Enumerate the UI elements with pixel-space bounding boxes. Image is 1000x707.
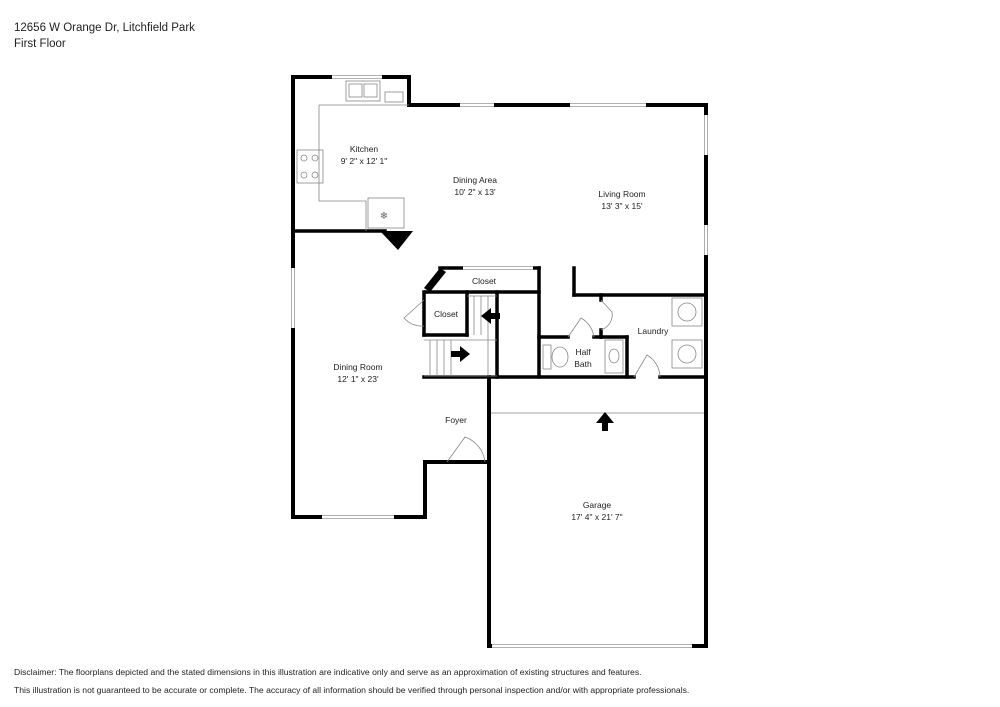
living-room-dimensions: 13' 3" x 15' [601,201,643,211]
dining-area-label: Dining Area [453,175,497,185]
windows [291,75,708,648]
half-bath-label-line2: Bath [574,359,592,369]
snowflake-icon: ❄ [380,211,388,222]
stair-down-arrow-icon [451,346,470,362]
staircase [424,295,497,377]
laundry-appliances [671,297,703,369]
stair-up-arrow-icon [481,308,500,324]
living-room-label: Living Room [598,189,645,199]
doors [403,299,704,463]
kitchen-label: Kitchen [350,144,379,154]
property-address: 12656 W Orange Dr, Litchfield Park [14,22,195,34]
disclaimer: Disclaimer: The floorplans depicted and … [14,663,689,699]
kitchen-fixtures [296,80,409,231]
interior-walls [291,229,708,379]
plan-header: 12656 W Orange Dr, Litchfield Park First… [14,20,195,52]
half-bath-label-line1: Half [575,347,591,357]
disclaimer-line-1: Disclaimer: The floorplans depicted and … [14,667,642,677]
floor-name: First Floor [14,38,66,50]
closet-corner-wall [424,268,446,292]
kitchen-corner-wall [380,231,413,250]
dining-room-label: Dining Room [333,362,382,372]
lower-closet-label: Closet [434,309,459,319]
room-labels: Kitchen 9' 2" x 12' 1" Dining Area 10' 2… [333,144,669,522]
disclaimer-line-2: This illustration is not guaranteed to b… [14,685,690,695]
garage-up-arrow-icon [596,412,614,431]
dining-area-dimensions: 10' 2" x 13' [454,187,496,197]
dining-room-dimensions: 12' 1" x 23' [337,374,379,384]
kitchen-dimensions: 9' 2" x 12' 1" [341,156,388,166]
laundry-label: Laundry [638,326,669,336]
half-bath-fixtures [542,339,624,374]
foyer-label: Foyer [445,415,467,425]
upper-closet-label: Closet [472,276,497,286]
garage-dimensions: 17' 4" x 21' 7" [571,512,622,522]
garage-label: Garage [583,500,612,510]
